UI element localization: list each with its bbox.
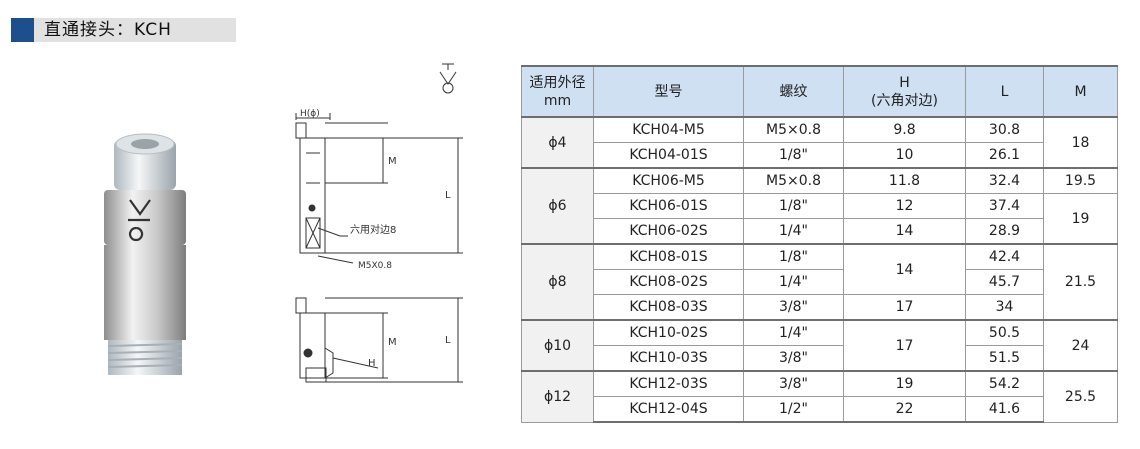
cell-h: 12 xyxy=(843,193,966,219)
cell-m: 25.5 xyxy=(1043,370,1118,423)
cell-m: 19.5 xyxy=(1043,167,1118,194)
cell-h: 14 xyxy=(843,218,966,245)
cell-m: 24 xyxy=(1043,319,1118,372)
cell-h: 19 xyxy=(843,370,966,397)
cell-model: KCH08-01S xyxy=(593,243,744,270)
table-row: ϕ12 KCH12-03S 3/8" 19 54.2 25.5 xyxy=(521,370,1118,423)
table-row: KCH04-01S 1/8" 10 26.1 xyxy=(522,142,1118,169)
cell-m: 18 xyxy=(1043,116,1118,169)
table-row: ϕ8 KCH08-01S 1/8" 14 42.4 21.5 xyxy=(521,243,1118,321)
cell-l: 34 xyxy=(965,294,1044,321)
header-dia-text: 适用外径 mm xyxy=(529,74,586,109)
cell-dia: ϕ12 xyxy=(521,370,594,423)
cell-m: 21.5 xyxy=(1043,243,1118,321)
cell-l: 50.5 xyxy=(965,319,1044,346)
cell-model: KCH06-01S xyxy=(593,193,744,219)
table-row: KCH08-02S 1/4" 45.7 xyxy=(522,269,1118,295)
cell-h: 17 xyxy=(843,294,966,321)
header-thread: 螺纹 xyxy=(743,65,844,118)
fitting-symbol-icon xyxy=(439,63,457,94)
drawing-svg: H(ϕ) M L 六用对边8 M5X0.8 M L H xyxy=(295,63,463,383)
product-image xyxy=(104,133,186,375)
header-dia: 适用外径 mm xyxy=(521,65,594,118)
cell-thread: 3/8" xyxy=(743,294,844,321)
cell-model: KCH08-03S xyxy=(593,294,744,321)
cell-thread: 3/8" xyxy=(743,345,844,372)
cell-model: KCH06-M5 xyxy=(593,167,744,194)
label-thread: M5X0.8 xyxy=(358,261,392,271)
header-l: L xyxy=(965,65,1044,118)
cell-l: 26.1 xyxy=(965,142,1044,169)
table-header-row: 适用外径 mm 型号 螺纹 H (六角对边) L M xyxy=(521,65,1118,118)
table-row: KCH08-03S 3/8" 17 34 xyxy=(522,294,1118,321)
cell-dia: ϕ10 xyxy=(521,319,594,372)
cell-thread: M5×0.8 xyxy=(743,167,844,194)
cell-thread: 1/8" xyxy=(743,193,844,219)
cell-thread: 1/4" xyxy=(743,319,844,346)
table-row: ϕ10 KCH10-02S 1/4" 17 50.5 24 xyxy=(521,319,1118,372)
table-row: KCH12-04S 1/2" 22 41.6 xyxy=(522,396,1118,423)
cell-l: 30.8 xyxy=(965,116,1044,143)
label-l-upper: L xyxy=(445,190,451,201)
header-m: M xyxy=(1043,65,1118,118)
cell-m: 19 xyxy=(1043,193,1118,245)
label-m-lower: M xyxy=(388,337,397,348)
header-model: 型号 xyxy=(593,65,744,118)
title-marker xyxy=(11,18,34,42)
cell-l: 41.6 xyxy=(965,396,1044,423)
cell-model: KCH06-02S xyxy=(593,218,744,245)
table-row: KCH06-01S 1/8" 12 37.4 19 xyxy=(522,193,1118,245)
label-l-lower: L xyxy=(445,335,451,346)
cell-h: 17 xyxy=(843,319,966,372)
cell-dia: ϕ4 xyxy=(521,116,594,169)
cell-model: KCH12-04S xyxy=(593,396,744,423)
cell-thread: M5×0.8 xyxy=(743,116,844,143)
cell-model: KCH08-02S xyxy=(593,269,744,295)
label-m-upper: M xyxy=(388,156,397,167)
cell-model: KCH04-M5 xyxy=(593,116,744,143)
cell-h: 22 xyxy=(843,396,966,423)
cell-l: 51.5 xyxy=(965,345,1044,372)
table-row: ϕ6 KCH06-M5 M5×0.8 11.8 32.4 19.5 xyxy=(521,167,1118,245)
label-h-lower: H xyxy=(368,358,376,369)
cell-h: 10 xyxy=(843,142,966,169)
cell-model: KCH10-02S xyxy=(593,319,744,346)
cell-model: KCH12-03S xyxy=(593,370,744,397)
cell-thread: 1/4" xyxy=(743,269,844,295)
cell-l: 54.2 xyxy=(965,370,1044,397)
section-title-bar: 直通接头：KCH xyxy=(11,18,236,42)
cell-thread: 1/4" xyxy=(743,218,844,245)
section-title: 直通接头：KCH xyxy=(44,20,172,40)
table-row: KCH06-02S 1/4" 14 28.9 xyxy=(522,218,1118,245)
cell-model: KCH04-01S xyxy=(593,142,744,169)
cell-model: KCH10-03S xyxy=(593,345,744,372)
cell-l: 37.4 xyxy=(965,193,1044,219)
table-row: ϕ4 KCH04-M5 M5×0.8 9.8 30.8 18 xyxy=(521,116,1118,169)
technical-drawings: H(ϕ) M L 六用对边8 M5X0.8 M L H xyxy=(278,58,478,408)
cell-l: 45.7 xyxy=(965,269,1044,295)
table-row: KCH10-03S 3/8" 51.5 xyxy=(522,345,1118,372)
cell-thread: 1/2" xyxy=(743,396,844,423)
header-h: H (六角对边) xyxy=(843,65,966,118)
label-h-phi: H(ϕ) xyxy=(300,109,320,119)
header-h-text: H (六角对边) xyxy=(871,74,938,109)
cell-h: 9.8 xyxy=(843,116,966,143)
cell-h: 14 xyxy=(843,243,966,295)
cell-dia: ϕ8 xyxy=(521,243,594,321)
cell-h: 11.8 xyxy=(843,167,966,194)
cell-l: 32.4 xyxy=(965,167,1044,194)
cell-thread: 1/8" xyxy=(743,142,844,169)
cell-dia: ϕ6 xyxy=(521,167,594,245)
cell-thread: 1/8" xyxy=(743,243,844,270)
cell-l: 28.9 xyxy=(965,218,1044,245)
label-hex: 六用对边8 xyxy=(350,223,396,236)
cell-thread: 3/8" xyxy=(743,370,844,397)
cell-l: 42.4 xyxy=(965,243,1044,270)
spec-table: 适用外径 mm 型号 螺纹 H (六角对边) L M ϕ4 KCH04-M5 M… xyxy=(521,65,1118,423)
